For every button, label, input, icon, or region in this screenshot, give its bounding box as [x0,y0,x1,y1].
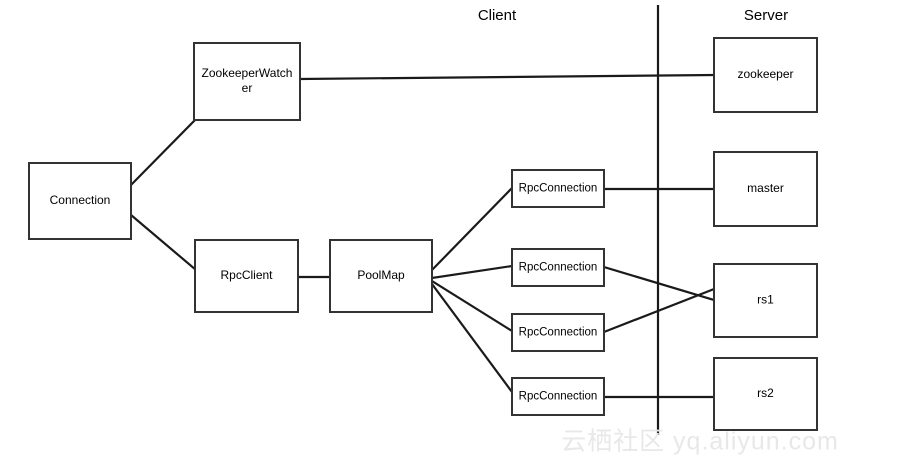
node-box-zookeeperwatcher[interactable] [193,42,301,121]
edge-zookeeperwatcher-to-zookeeper [298,73,716,81]
node-rpcconnection-3[interactable]: RpcConnection [511,313,605,352]
node-rpcclient[interactable]: RpcClient [194,239,299,313]
node-rpcconnection-1[interactable]: RpcConnection [511,169,605,208]
node-label-master: master [747,181,784,195]
node-rpcconnection-4[interactable]: RpcConnection [511,377,605,416]
node-rpcconnection-2[interactable]: RpcConnection [511,248,605,287]
node-box-rpcclient[interactable] [194,239,299,313]
node-box-poolmap[interactable] [329,239,433,313]
node-box-rpcconnection-2[interactable] [511,248,605,287]
zone-labels-layer: Client Server [478,7,788,24]
node-label-zookeeper: zookeeper [737,67,793,81]
node-label-rpcconnection-2: RpcConnection [519,262,598,274]
watermark-layer: 云栖社区 yq.aliyun.com [561,428,839,456]
node-poolmap[interactable]: PoolMap [329,239,433,313]
node-master[interactable]: master [713,151,818,227]
edge-poolmap-to-rpcconnection-3 [430,279,514,333]
node-label-rs2: rs2 [757,386,774,400]
node-label-zookeeperwatcher: er [242,81,253,95]
edge-connection-to-rpcclient [129,213,198,272]
node-label-rs1: rs1 [757,293,774,307]
node-connection[interactable]: Connection [28,162,132,240]
edge-poolmap-to-rpcconnection-2 [430,264,514,280]
node-box-master[interactable] [713,151,818,227]
zone-label-server: Server [744,7,788,24]
edge-poolmap-to-rpcconnection-1 [430,186,514,272]
node-label-poolmap: PoolMap [357,268,405,282]
edge-connection-to-zookeeperwatcher [129,118,197,187]
node-box-connection[interactable] [28,162,132,240]
node-label-rpcconnection-1: RpcConnection [519,183,598,195]
edge-poolmap-to-rpcconnection-4 [430,282,514,394]
edges-layer [129,73,716,399]
node-label-rpcconnection-3: RpcConnection [519,327,598,339]
node-rs2[interactable]: rs2 [713,357,818,431]
node-box-rpcconnection-4[interactable] [511,377,605,416]
node-box-zookeeper[interactable] [713,37,818,113]
node-label-zookeeperwatcher: ZookeeperWatch [202,66,293,80]
node-label-rpcclient: RpcClient [220,268,273,282]
node-label-rpcconnection-4: RpcConnection [519,391,598,403]
zone-label-client: Client [478,7,517,24]
node-box-rs1[interactable] [713,263,818,338]
node-label-connection: Connection [50,193,111,207]
watermark-label: 云栖社区 yq.aliyun.com [561,428,839,456]
node-box-rs2[interactable] [713,357,818,431]
node-box-rpcconnection-3[interactable] [511,313,605,352]
node-rs1[interactable]: rs1 [713,263,818,338]
node-box-rpcconnection-1[interactable] [511,169,605,208]
node-zookeeper[interactable]: zookeeper [713,37,818,113]
